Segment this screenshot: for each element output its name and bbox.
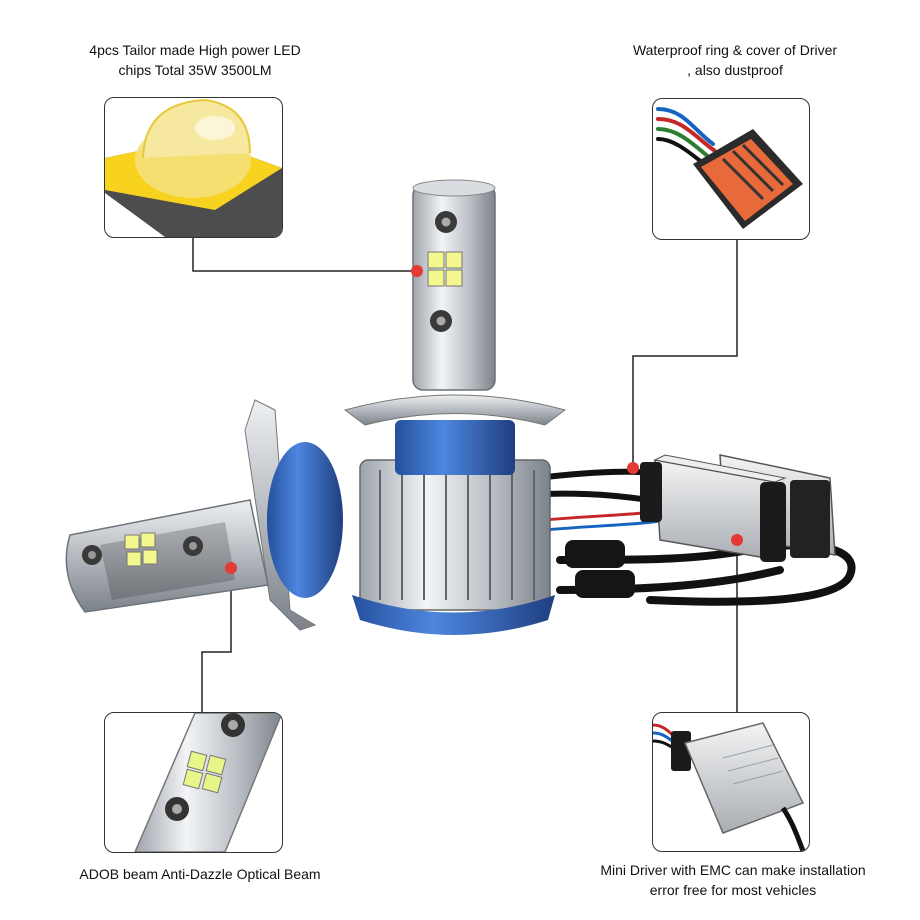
led-chip-closeup-icon (105, 98, 282, 237)
led-beam-closeup-icon (134, 713, 282, 852)
caption-led-chips-line2: chips Total 35W 3500LM (118, 62, 272, 78)
driver-boxes (640, 454, 836, 562)
leader-lines (192, 237, 738, 712)
caption-driver-line2: error free for most vehicles (649, 882, 817, 898)
caption-driver: Mini Driver with EMC can make installati… (568, 860, 898, 900)
caption-waterproof-line2: , also dustproof (687, 62, 783, 78)
dot-led-chips (411, 265, 423, 277)
horizontal-bulb (65, 399, 343, 631)
callout-dots (225, 265, 743, 574)
led-chip-inset (104, 97, 283, 238)
caption-beam-line1: ADOB beam Anti-Dazzle Optical Beam (79, 866, 321, 882)
beam-inset (104, 712, 283, 853)
vertical-bulb (343, 179, 567, 635)
dot-driver (731, 534, 743, 546)
caption-led-chips-line1: 4pcs Tailor made High power LED (89, 42, 301, 58)
cable-plugs (565, 540, 635, 598)
connector-inset (652, 98, 810, 240)
dot-waterproof (627, 462, 639, 474)
caption-waterproof-line1: Waterproof ring & cover of Driver (632, 42, 838, 58)
driver-inset (652, 712, 810, 852)
caption-driver-line1: Mini Driver with EMC can make installati… (600, 862, 866, 878)
caption-led-chips: 4pcs Tailor made High power LED chips To… (40, 40, 350, 80)
mini-driver-icon (653, 722, 806, 851)
dot-beam (225, 562, 237, 574)
caption-waterproof: Waterproof ring & cover of Driver , also… (585, 40, 885, 80)
waterproof-connector-icon (656, 107, 803, 229)
caption-beam: ADOB beam Anti-Dazzle Optical Beam (50, 864, 350, 884)
